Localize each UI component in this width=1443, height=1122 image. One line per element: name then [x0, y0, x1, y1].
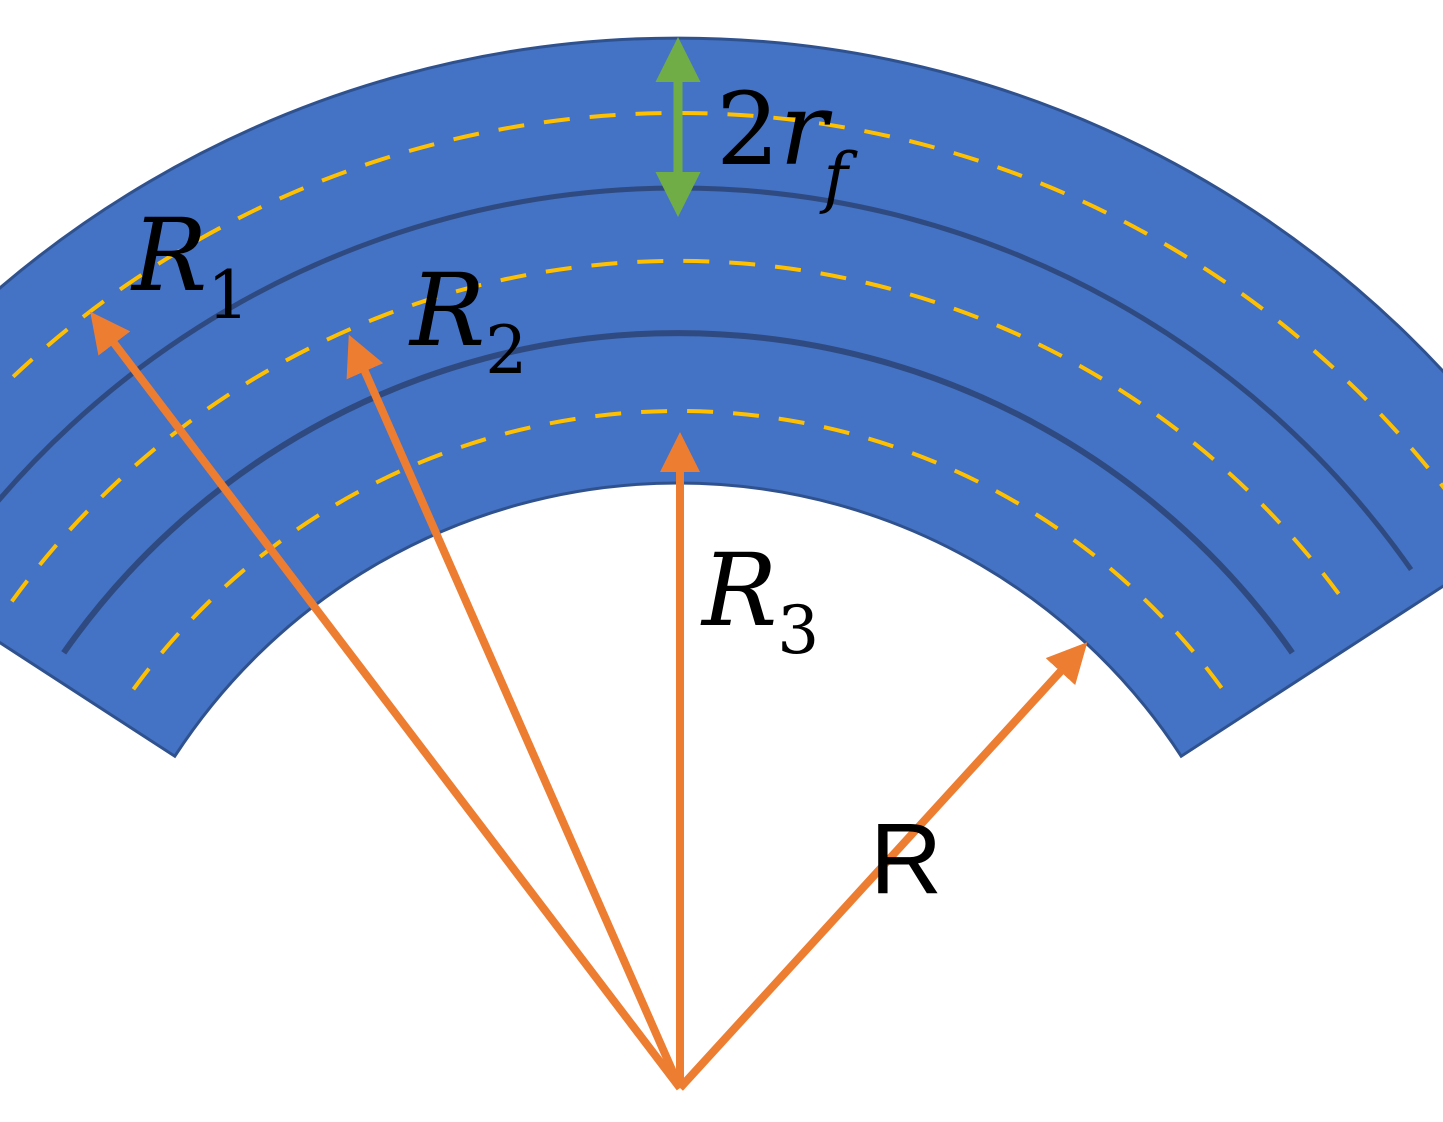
layer-divider-2 — [61, 330, 1295, 655]
label-fiber-width: 2rf — [716, 71, 858, 216]
arrow-icon — [90, 311, 684, 1091]
laminate-band — [0, 36, 1443, 759]
label-r3: R3 — [700, 532, 819, 669]
label-r1: R1 — [130, 197, 249, 334]
radius-arrows — [90, 311, 1088, 1091]
fiber-centerline-1 — [0, 111, 1443, 490]
arrow-icon — [346, 334, 684, 1090]
arrow-icon — [677, 642, 1088, 1091]
label-r2: R2 — [408, 252, 527, 389]
label-r: R — [870, 803, 942, 915]
